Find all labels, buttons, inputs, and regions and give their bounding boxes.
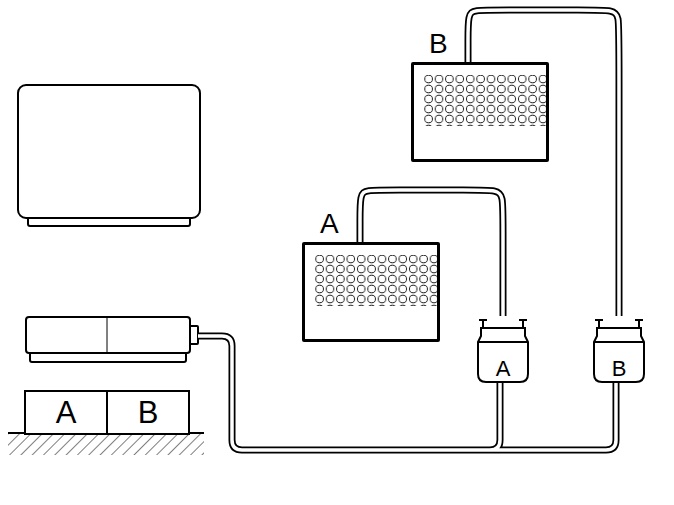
- well-grid: [413, 64, 547, 160]
- tube: [468, 10, 619, 316]
- microplate: B: [411, 62, 549, 162]
- well-grid: [304, 244, 438, 340]
- plate-label: B: [429, 30, 448, 58]
- cable: [198, 336, 616, 450]
- pump: B: [592, 316, 646, 384]
- pump-label: B: [592, 358, 646, 380]
- microplate: A: [302, 242, 440, 342]
- compartment-label: A: [56, 397, 77, 428]
- compartment-label: B: [138, 397, 159, 428]
- base-compartment: A: [24, 390, 108, 435]
- plate-label: A: [320, 210, 339, 238]
- base-compartment: B: [106, 390, 190, 435]
- pump-label: A: [476, 358, 530, 380]
- instrument: [26, 317, 198, 362]
- pump: A: [476, 316, 530, 384]
- ground-hatch: [8, 433, 204, 455]
- monitor: [18, 85, 200, 226]
